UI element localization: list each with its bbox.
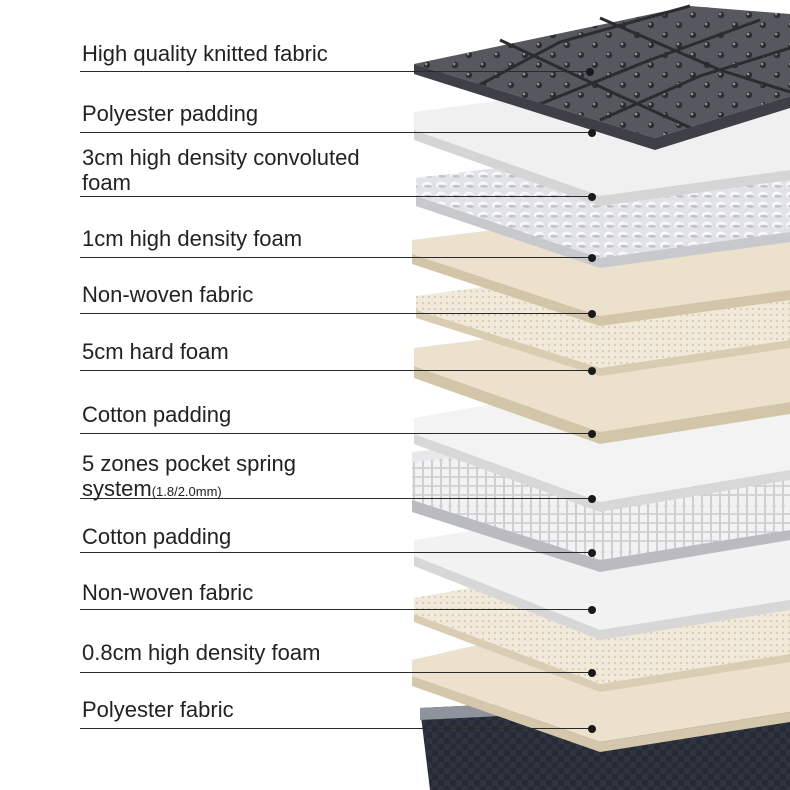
leader-line-polyester-fabric [80,728,592,729]
label-5cm-hard-foam: 5cm hard foam [82,339,229,364]
label-polyester-fabric: Polyester fabric [82,697,234,722]
label-cotton-padding-2: Cotton padding [82,524,232,549]
leader-line-knitted-fabric [80,71,590,72]
leader-dot-pocket-spring-system [588,495,596,503]
leader-dot-nonwoven-2 [588,606,596,614]
leader-dot-convoluted-foam [588,193,596,201]
leader-line-cotton-padding-2 [80,552,592,553]
leader-dot-knitted-fabric [586,68,594,76]
label-knitted-fabric: High quality knitted fabric [82,41,328,66]
label-polyester-padding: Polyester padding [82,101,259,126]
label-pocket-spring-system: 5 zones pocket spring system(1.8/2.0mm) [82,451,297,501]
label-nonwoven-1: Non-woven fabric [82,282,254,307]
leader-line-5cm-hard-foam [80,370,592,371]
label-cotton-padding-1: Cotton padding [82,402,232,427]
leader-dot-1cm-foam [588,254,596,262]
leader-dot-cotton-padding-1 [588,430,596,438]
leader-line-1cm-foam [80,257,592,258]
label-convoluted-foam: 3cm high density convoluted foam [82,145,360,195]
leader-line-convoluted-foam [80,196,592,197]
leader-dot-cotton-padding-2 [588,549,596,557]
leader-dot-polyester-fabric [588,725,596,733]
leader-line-08cm-foam [80,672,592,673]
leader-line-nonwoven-2 [80,609,592,610]
leader-dot-5cm-hard-foam [588,367,596,375]
leader-dot-08cm-foam [588,669,596,677]
leader-dot-nonwoven-1 [588,310,596,318]
layer-knitted-fabric [414,4,790,150]
leader-line-polyester-padding [80,132,592,133]
leader-line-pocket-spring-system [80,498,592,499]
leader-line-nonwoven-1 [80,313,592,314]
leader-line-cotton-padding-1 [80,433,592,434]
label-1cm-foam: 1cm high density foam [82,226,303,251]
label-08cm-foam: 0.8cm high density foam [82,640,321,665]
label-nonwoven-2: Non-woven fabric [82,580,254,605]
leader-dot-polyester-padding [588,129,596,137]
